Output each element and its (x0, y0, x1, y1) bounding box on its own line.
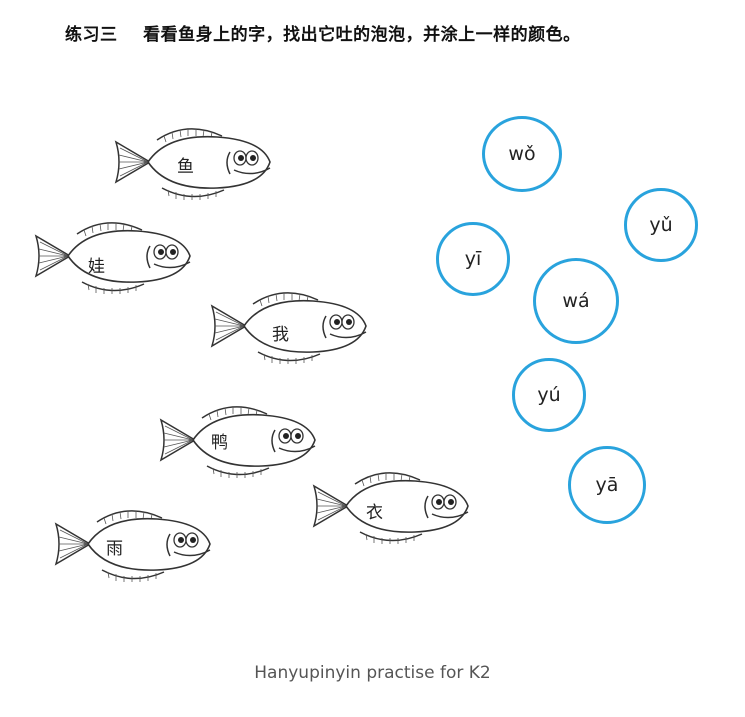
bubble-yi[interactable]: yī (436, 222, 510, 296)
fish-character: 衣 (366, 503, 383, 523)
bubble-wa[interactable]: wá (533, 258, 619, 344)
fish-ya: 鸭 (157, 400, 317, 480)
exercise-instruction: 练习三 看看鱼身上的字，找出它吐的泡泡，并涂上一样的颜色。 (65, 25, 581, 45)
fish-icon (54, 510, 211, 582)
fish-icon (159, 406, 316, 478)
fish-character: 鱼 (177, 157, 194, 177)
bubble-pinyin: yā (595, 474, 619, 496)
bubble-wo[interactable]: wǒ (482, 116, 562, 192)
fish-character: 我 (272, 325, 289, 345)
fish-yu: 鱼 (112, 122, 272, 202)
fish-wa: 娃 (32, 216, 192, 296)
fish-icon (210, 292, 367, 364)
fish-character: 鸭 (211, 433, 228, 453)
bubble-pinyin: yǔ (649, 214, 673, 236)
bubble-yu2[interactable]: yú (512, 358, 586, 432)
bubble-ya[interactable]: yā (568, 446, 646, 524)
fish-icon (312, 472, 469, 544)
fish-character: 娃 (88, 257, 105, 277)
fish-character: 雨 (106, 539, 123, 559)
fish-icon (34, 222, 191, 294)
fish-wo: 我 (208, 286, 368, 366)
bubble-pinyin: wǒ (508, 143, 536, 165)
fish-icon (114, 128, 271, 200)
worksheet: 练习三 看看鱼身上的字，找出它吐的泡泡，并涂上一样的颜色。 鱼 (32, 25, 698, 584)
bubble-pinyin: wá (562, 290, 590, 312)
bubble-pinyin: yī (464, 248, 482, 270)
fish-yi: 衣 (310, 466, 470, 546)
bubble-pinyin: yú (537, 384, 561, 406)
bubble-yu3[interactable]: yǔ (624, 188, 698, 262)
fish-yu-rain: 雨 (52, 504, 212, 584)
image-caption: Hanyupinyin practise for K2 (254, 663, 491, 683)
